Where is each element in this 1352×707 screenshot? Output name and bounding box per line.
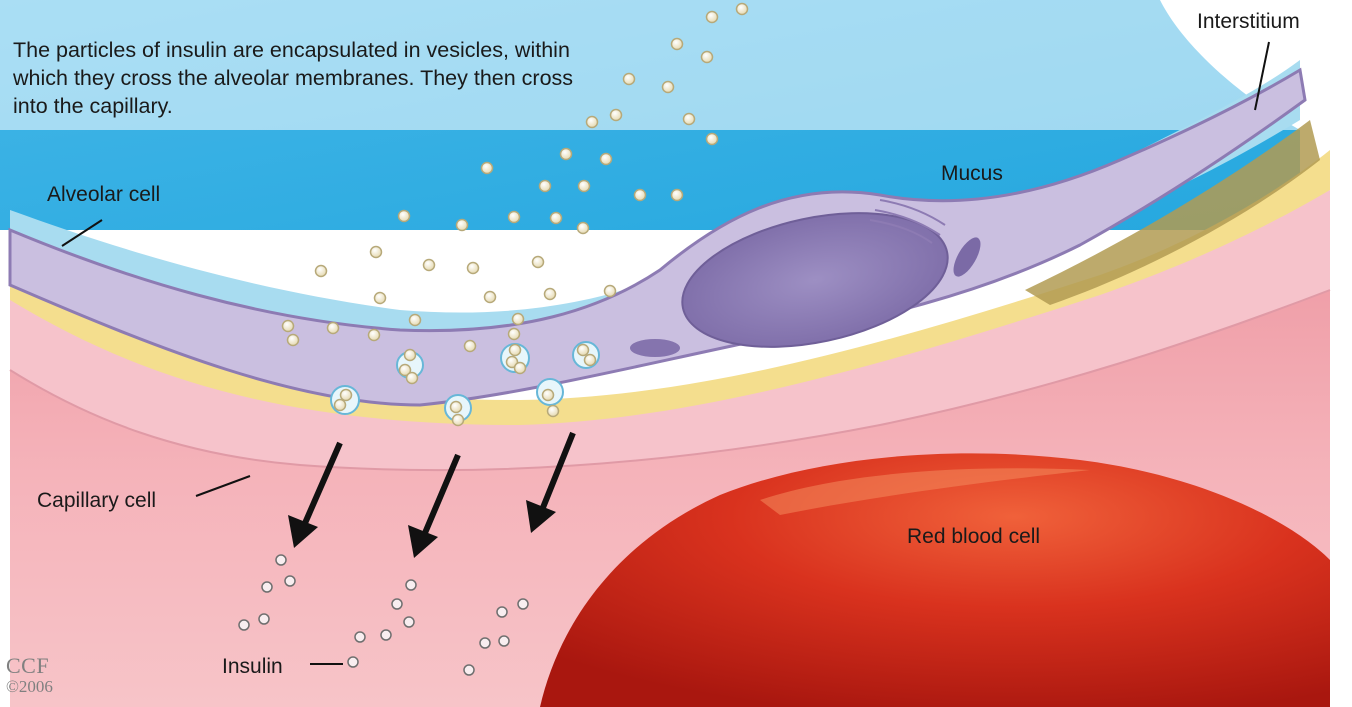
insulin-particle-icon (509, 212, 520, 223)
label-alveolar-cell: Alveolar cell (47, 182, 160, 207)
insulin-particle-icon (579, 181, 590, 192)
insulin-particle-icon (605, 286, 616, 297)
insulin-particle-icon (410, 315, 421, 326)
insulin-particle-icon (335, 400, 346, 411)
label-red-blood-cell: Red blood cell (907, 524, 1040, 549)
insulin-particle-icon (663, 82, 674, 93)
insulin-particle-icon (499, 636, 509, 646)
insulin-particle-icon (285, 576, 295, 586)
credit: CCF ©2006 (6, 655, 53, 695)
insulin-particle-icon (707, 134, 718, 145)
insulin-particle-icon (513, 314, 524, 325)
insulin-particle-icon (543, 390, 554, 401)
insulin-particle-icon (684, 114, 695, 125)
insulin-particle-icon (328, 323, 339, 334)
insulin-particle-icon (457, 220, 468, 231)
insulin-particle-icon (578, 223, 589, 234)
insulin-particle-icon (381, 630, 391, 640)
insulin-particle-icon (485, 292, 496, 303)
insulin-particle-icon (288, 335, 299, 346)
insulin-particle-icon (545, 289, 556, 300)
insulin-particle-icon (737, 4, 748, 15)
insulin-particle-icon (453, 415, 464, 426)
insulin-particle-icon (348, 657, 358, 667)
insulin-particle-icon (533, 257, 544, 268)
insulin-particle-icon (540, 181, 551, 192)
insulin-particle-icon (407, 373, 418, 384)
credit-year: ©2006 (6, 678, 53, 695)
insulin-particle-icon (464, 665, 474, 675)
insulin-particle-icon (341, 390, 352, 401)
insulin-particle-icon (635, 190, 646, 201)
insulin-particle-icon (518, 599, 528, 609)
insulin-particle-icon (283, 321, 294, 332)
insulin-particle-icon (406, 580, 416, 590)
insulin-particle-icon (561, 149, 572, 160)
insulin-particle-icon (405, 350, 416, 361)
insulin-particle-icon (515, 363, 526, 374)
label-interstitium: Interstitium (1197, 9, 1300, 34)
insulin-particle-icon (276, 555, 286, 565)
insulin-particle-icon (624, 74, 635, 85)
insulin-particle-icon (369, 330, 380, 341)
insulin-particle-icon (672, 39, 683, 50)
insulin-particle-icon (578, 345, 589, 356)
credit-org: CCF (6, 655, 53, 677)
insulin-particle-icon (465, 341, 476, 352)
insulin-particle-icon (259, 614, 269, 624)
insulin-particle-icon (371, 247, 382, 258)
insulin-particle-icon (451, 402, 462, 413)
insulin-particle-icon (262, 582, 272, 592)
insulin-particle-icon (468, 263, 479, 274)
insulin-particle-icon (548, 406, 559, 417)
insulin-particle-icon (404, 617, 414, 627)
label-mucus: Mucus (941, 161, 1003, 186)
insulin-particle-icon (611, 110, 622, 121)
insulin-particle-icon (482, 163, 493, 174)
insulin-particle-icon (239, 620, 249, 630)
insulin-particle-icon (707, 12, 718, 23)
insulin-particle-icon (601, 154, 612, 165)
insulin-particle-icon (702, 52, 713, 63)
insulin-particle-icon (480, 638, 490, 648)
insulin-particle-icon (551, 213, 562, 224)
insulin-particle-icon (399, 211, 410, 222)
insulin-particle-icon (585, 355, 596, 366)
insulin-particle-icon (316, 266, 327, 277)
label-insulin: Insulin (222, 654, 283, 679)
caption: The particles of insulin are encapsulate… (13, 36, 603, 120)
insulin-particle-icon (497, 607, 507, 617)
insulin-particle-icon (375, 293, 386, 304)
insulin-particle-icon (392, 599, 402, 609)
insulin-particle-icon (355, 632, 365, 642)
organelle-small (630, 339, 680, 357)
insulin-particle-icon (424, 260, 435, 271)
insulin-particle-icon (672, 190, 683, 201)
insulin-particle-icon (510, 345, 521, 356)
label-capillary-cell: Capillary cell (37, 488, 156, 513)
insulin-particle-icon (509, 329, 520, 340)
